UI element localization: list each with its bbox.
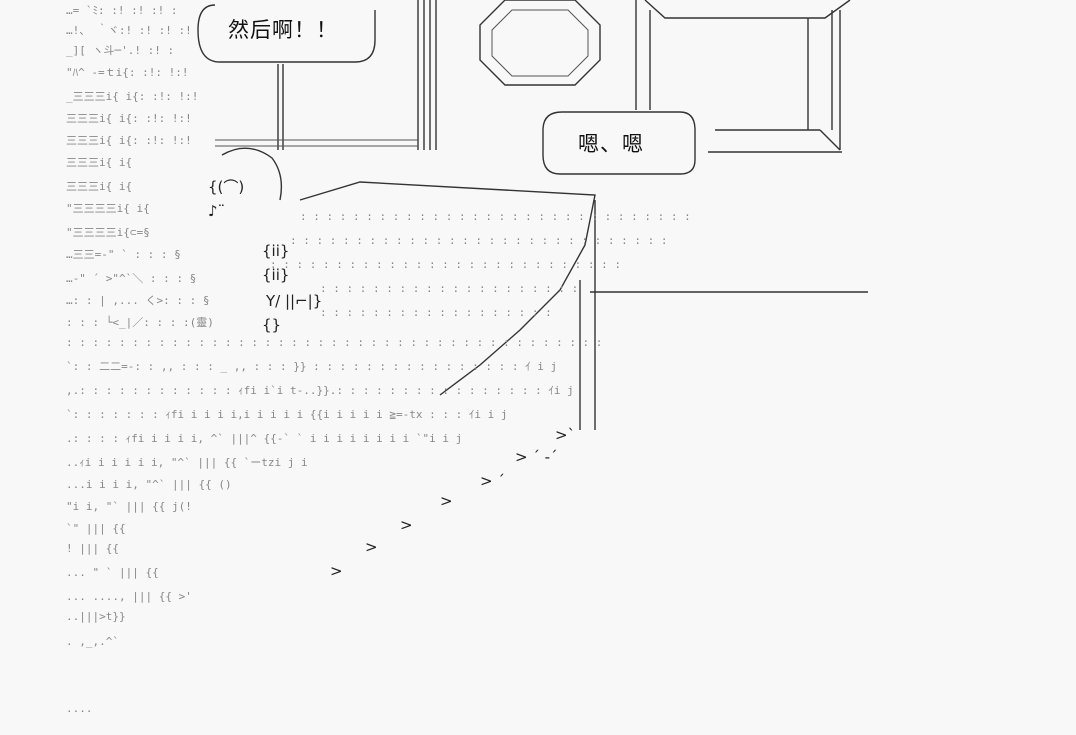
svg-text:!: ! ||| {{	[66, 542, 119, 555]
svg-text:Y/ ||⌐|}: Y/ ||⌐|}	[265, 292, 322, 310]
svg-text:…三三=-" ` : : : §: …三三=-" ` : : : §	[66, 248, 181, 261]
svg-text:..ｨi i i i i i, "^` |: ..ｨi i i i i i, "^` ||| {{ `ーtzi j i	[66, 456, 308, 469]
svg-text:....: ....	[66, 702, 93, 715]
svg-text:"ﾊ^ -=ｔi{: :!: !:!: "ﾊ^ -=ｔi{: :!: !:!	[66, 66, 188, 79]
svg-text:…!、 ｀ヾ:! :! :! :!: …!、 ｀ヾ:! :! :! :!	[66, 22, 192, 37]
svg-text:: : : : : : : : : : : : : : :: : : : : : : : : : : : : : : : : : :	[320, 306, 552, 319]
svg-text:…= `ﾐ: :! :! :! :: …= `ﾐ: :! :! :! :	[66, 4, 177, 17]
svg-text:>: >	[400, 516, 413, 534]
svg-text:: : : : : : : : : : : : : : :: : : : : : : : : : : : : : : : : : : : : …	[270, 258, 621, 271]
svg-text:`: : 二二=-: : ,, : : : _ ,, : :: `: : 二二=-: : ,, : : : _ ,, : : : }} : : …	[66, 360, 557, 373]
svg-text:{ii}: {ii}	[262, 266, 289, 284]
svg-text:>`: >`	[555, 426, 575, 444]
svg-text:>: >	[440, 492, 453, 510]
svg-text:"三三三三i{ i{: "三三三三i{ i{	[66, 202, 150, 215]
svg-text:三三三i{ i{: 三三三i{ i{	[66, 156, 132, 169]
svg-text:> ´: > ´	[480, 472, 505, 490]
svg-text:"i i, "`: "i i, "` ||| {{ j(!	[66, 500, 192, 513]
svg-text:三三三i{ i{: 三三三i{ i{	[66, 180, 132, 193]
bubble-outlines	[197, 4, 696, 175]
svg-text:.: : : : ｨfi i i i i, ^` |: .: : : : ｨfi i i i i, ^` |||^ {{-` ` i i…	[66, 432, 462, 445]
svg-text:... ....,: ... ...., ||| {{ >'	[66, 590, 192, 603]
svg-text:. ,: . ,_,.^`	[66, 635, 119, 648]
svg-text:…-" ´ >"^`＼ : : : §: …-" ´ >"^`＼ : : : §	[66, 272, 196, 285]
svg-text:♪¨: ♪¨	[208, 202, 225, 220]
svg-text:{ii}: {ii}	[262, 242, 289, 260]
svg-text:三三三i{ i{: :!: !:!: 三三三i{ i{: :!: !:!	[66, 134, 192, 147]
svg-text:>: >	[330, 562, 343, 580]
arrow-marks: >` > ´ -´ > ´ > > > >	[330, 426, 575, 580]
octagon-frame	[479, 0, 601, 86]
svg-text:_][ ヽ斗─'.! :! :: _][ ヽ斗─'.! :! :	[66, 44, 174, 57]
speech-bubble-right: 嗯、嗯	[578, 132, 644, 156]
svg-text:{(⌒): {(⌒)	[208, 178, 244, 196]
svg-text:: : : └<_|／: : : :(靈): : : : └<_|／: : : :(靈)	[66, 315, 214, 329]
svg-text:`: : : : : : : ｨfi i i i i,i i: `: : : : : : : ｨfi i i i i,i i i i i {{i…	[66, 408, 507, 421]
table: : : : : : : : : : : : : : : : : : : : : …	[66, 181, 868, 715]
svg-text:…: : | ,... く>: : : §: …: : | ,... く>: : : §	[66, 294, 209, 307]
speech-bubble-top: 然后啊！！	[228, 18, 338, 42]
top-pipes	[215, 0, 437, 150]
svg-text:: : : : : : : : : : : : : : :: : : : : : : : : : : : : : : : : : : : : …	[300, 210, 691, 223]
svg-text:: : : : : : : : : : : : : : :: : : : : : : : : : : : : : : : : : : : : …	[290, 234, 668, 247]
svg-text:{}: {}	[262, 316, 281, 334]
svg-text:>: >	[365, 538, 378, 556]
svg-text:: : : : : : : : : : : : : : :: : : : : : : : : : : : : : : : : : : : : …	[66, 336, 602, 349]
cup-figure: {(⌒) ♪¨ {ii} {ii} Y/ ||⌐|} {}	[208, 147, 322, 334]
svg-text:: : : : : : : : : : : : : : :: : : : : : : : : : : : : : : : : : : : :	[320, 282, 578, 295]
right-frame	[635, 0, 851, 153]
svg-text:`": `" ||| {{	[66, 522, 126, 535]
left-building-art: …= `ﾐ: :! :! :! : …!、 ｀ヾ:! :! :! :! _][ …	[66, 4, 214, 329]
svg-text:> ´ -´: > ´ -´	[515, 448, 558, 466]
svg-text:... " `: ... " ` ||| {{	[66, 566, 159, 579]
svg-text:,.: : : : : : : : : : : : ｨfi: ,.: : : : : : : : : : : : ｨfi i`i t-..}}…	[66, 384, 574, 397]
svg-text:...i i i i, "^` |: ...i i i i, "^` ||| {{ ()	[66, 478, 232, 491]
svg-text:三三三i{ i{: :!: !:!: 三三三i{ i{: :!: !:!	[66, 112, 192, 125]
svg-text:_三三三i{ i{: :!: !:!: _三三三i{ i{: :!: !:!	[66, 90, 198, 103]
svg-text:"三三三三i{⊂=§: "三三三三i{⊂=§	[66, 226, 150, 239]
svg-text:..|||>t}}: ..|||>t}}	[66, 610, 126, 623]
